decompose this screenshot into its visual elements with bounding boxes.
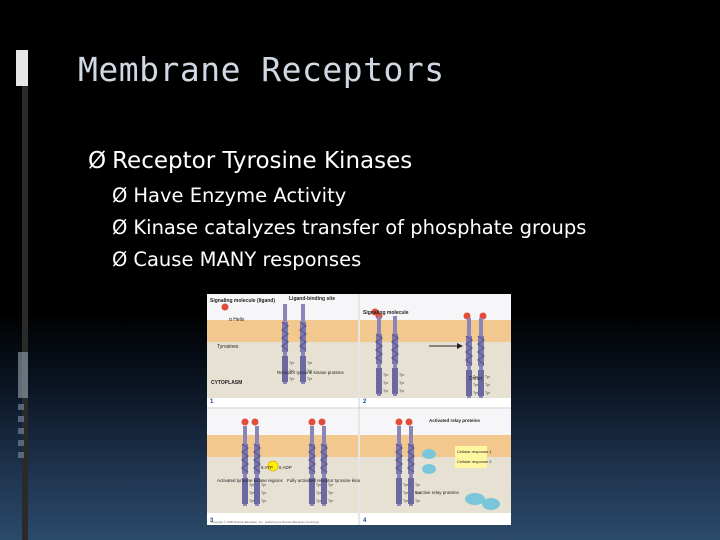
dimer-label: Dimer <box>469 376 483 382</box>
tyrosines-label: Tyrosines <box>217 344 239 350</box>
activated-relay-label: Activated relay proteins <box>429 418 481 423</box>
panel-number-1: 1 <box>210 399 214 405</box>
cellular-response-2-label: Cellular response 2 <box>457 459 492 464</box>
panel-4: Activated relay proteins Cellular respon… <box>360 409 511 524</box>
alpha-helix-label: α Helix <box>229 317 245 323</box>
side-accent-mark-lower <box>18 352 28 398</box>
panel-number-4: 4 <box>363 518 367 524</box>
side-dots <box>16 404 26 464</box>
ligand-binding-site-label: Ligand-binding site <box>289 296 335 302</box>
panel-3: 6 ATP 6 ADP Activated tyrosine kinase re… <box>207 409 365 524</box>
bullet-arrow-icon: Ø <box>112 184 128 207</box>
bullet-arrow-icon: Ø <box>112 216 128 239</box>
cellular-response-1-label: Cellular response 1 <box>457 449 492 454</box>
inactive-relay-label: Inactive relay proteins <box>415 490 460 495</box>
panel-number-3: 3 <box>210 518 214 524</box>
panel-1: Signaling molecule (ligand) Ligand-bindi… <box>207 294 358 405</box>
panel-number-2: 2 <box>363 399 367 405</box>
side-accent-mark <box>16 50 28 86</box>
receptor-tyrosine-kinase-figure: Tyr Tyr Tyr Signaling molecule (ligand) … <box>207 294 511 525</box>
slide-side-bar <box>22 50 28 540</box>
bullet-arrow-icon: Ø <box>112 248 128 271</box>
slide-title: Membrane Receptors <box>78 50 445 89</box>
adp-label: 6 ADP <box>279 465 292 470</box>
activated-regions-label: Activated tyrosine kinase regions <box>217 478 284 483</box>
bullet-arrow-icon: Ø <box>88 148 107 174</box>
copyright-text: Copyright © 2008 Pearson Education, Inc.… <box>211 520 320 524</box>
fully-activated-label: Fully activated receptor tyrosine kinase <box>287 478 365 483</box>
atp-label: 6 ATP <box>261 465 273 470</box>
panel-2: Signaling molecule Dimer 2 <box>360 294 511 405</box>
receptor-proteins-label: Receptor tyrosine kinase proteins <box>277 370 345 375</box>
signaling-molecule-2-label: Signaling molecule <box>363 310 409 316</box>
cytoplasm-label: CYTOPLASM <box>211 380 242 386</box>
signaling-molecule-label: Signaling molecule (ligand) <box>210 298 275 304</box>
